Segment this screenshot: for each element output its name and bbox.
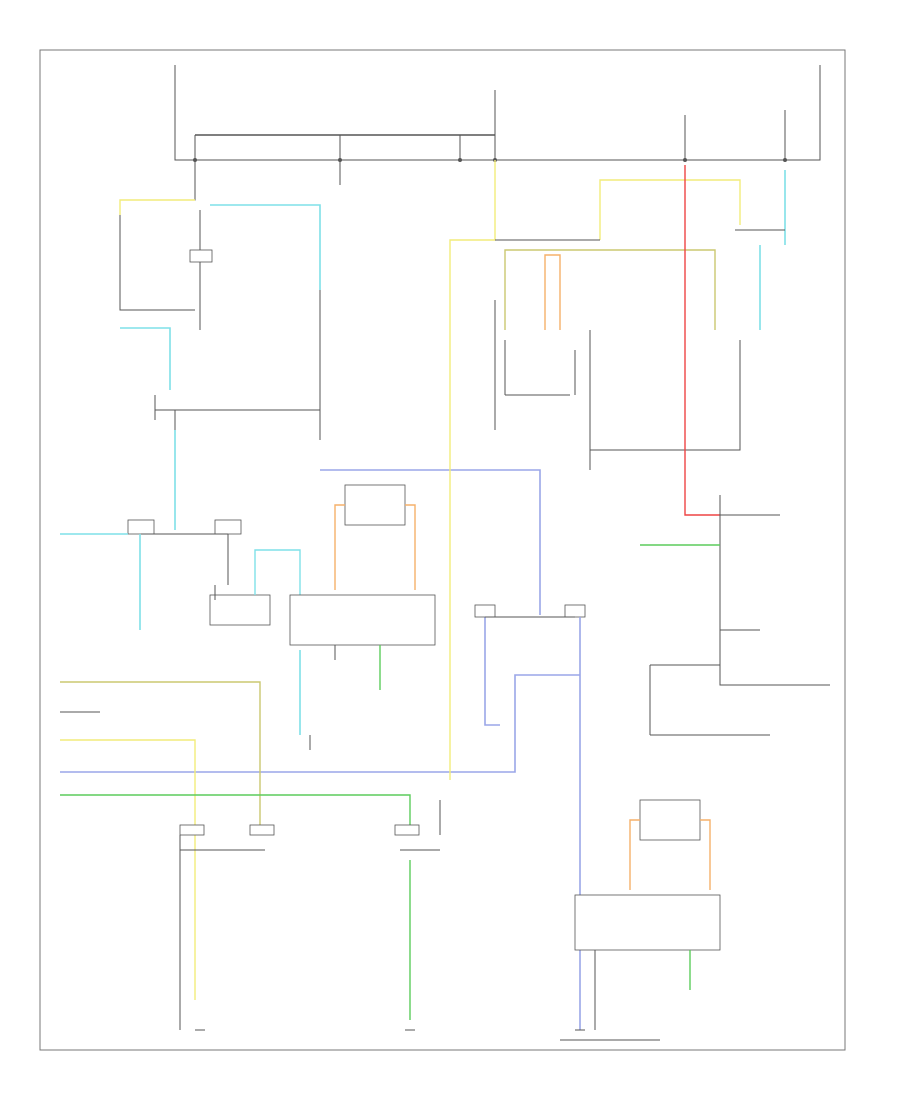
- blue-data-line: [60, 469, 580, 773]
- lower-right-module-group: [560, 799, 721, 1041]
- fuse-block-bus: [174, 65, 821, 162]
- yellow-long-wire: [449, 160, 741, 780]
- diagram-frame: [39, 49, 846, 1051]
- left-module-group: [60, 519, 301, 630]
- upper-left-switch-group: [119, 160, 341, 530]
- lower-bus-lines: [60, 681, 441, 1030]
- upper-right-switch-group: [494, 170, 786, 470]
- instrument-cluster-group: [640, 495, 830, 736]
- red-wire: [684, 165, 720, 516]
- power-lock-module-group: [289, 484, 436, 750]
- right-center-module-group: [474, 604, 586, 1030]
